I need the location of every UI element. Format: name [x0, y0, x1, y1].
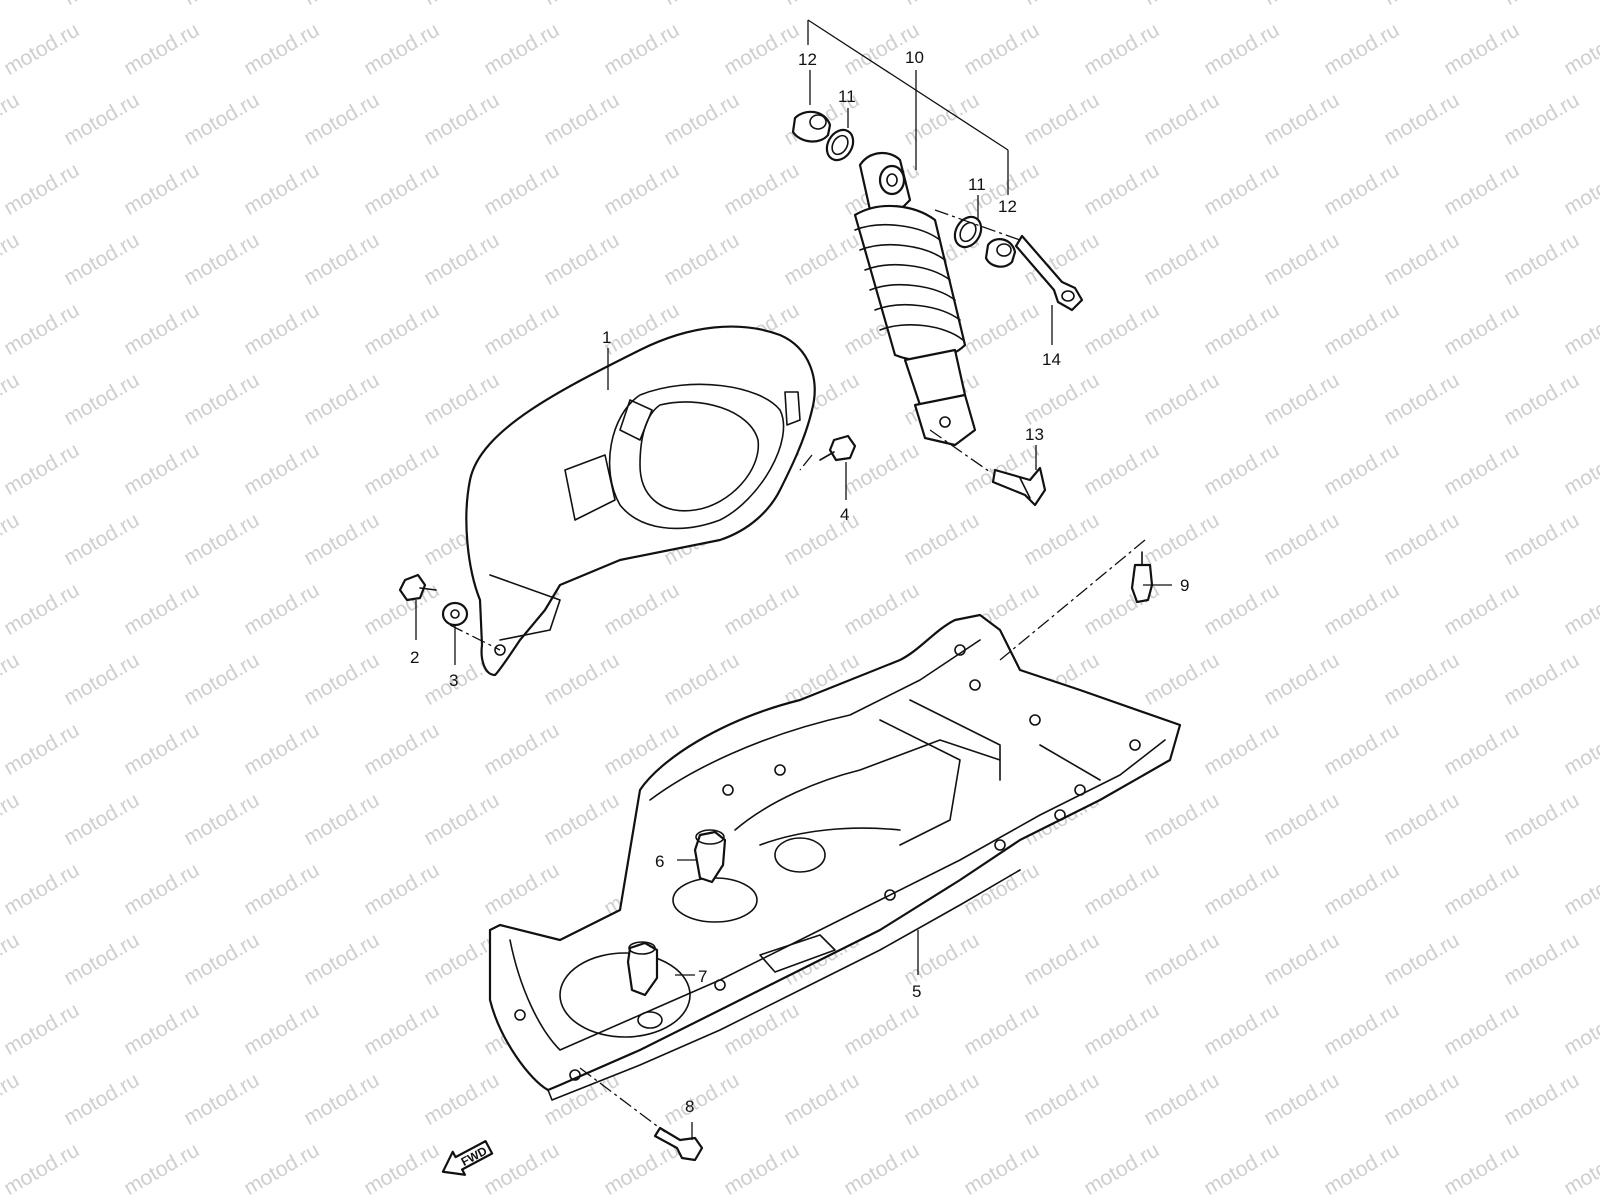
rear-shock-absorber[interactable]	[853, 152, 977, 447]
bolt-part-8[interactable]	[653, 1126, 704, 1162]
callout-12-lower: 12	[998, 197, 1017, 216]
callout-9: 9	[1180, 576, 1189, 595]
callout-4: 4	[840, 505, 849, 524]
callout-12-upper: 12	[798, 50, 817, 69]
transmission-cover[interactable]	[465, 325, 816, 677]
floor-panel[interactable]	[488, 613, 1182, 1101]
callout-10: 10	[905, 48, 924, 67]
callout-7: 7	[698, 967, 707, 986]
rubber-damper-part-6[interactable]	[693, 829, 727, 884]
bolt-part-14[interactable]	[1014, 234, 1084, 312]
callout-labels: 1 2 3 4 5 6 7 8 9 10 11 11 12 12 13 14	[410, 48, 1189, 1116]
callout-1: 1	[602, 328, 611, 347]
callout-6: 6	[655, 852, 664, 871]
bolt-part-13[interactable]	[991, 466, 1047, 507]
fwd-arrow: FWD	[441, 1140, 494, 1176]
callout-11-lower: 11	[968, 175, 986, 194]
callout-11-upper: 11	[838, 87, 856, 106]
bushing-part-12-lower[interactable]	[984, 238, 1017, 268]
bolt-part-2[interactable]	[398, 573, 437, 602]
leader-lines	[415, 19, 1172, 1140]
bolt-part-4[interactable]	[819, 434, 857, 462]
rubber-damper-part-7[interactable]	[626, 941, 659, 997]
callout-14: 14	[1042, 350, 1061, 369]
callout-2: 2	[410, 648, 419, 667]
callout-13: 13	[1025, 425, 1044, 444]
washer-part-3[interactable]	[441, 601, 469, 627]
callout-3: 3	[449, 671, 458, 690]
callout-8: 8	[685, 1097, 694, 1116]
callout-5: 5	[912, 982, 921, 1001]
bolt-part-9[interactable]	[1130, 551, 1154, 604]
ring-part-11-upper[interactable]	[822, 125, 859, 165]
bushing-part-12-upper[interactable]	[791, 110, 832, 143]
ring-part-11-lower[interactable]	[950, 212, 987, 252]
